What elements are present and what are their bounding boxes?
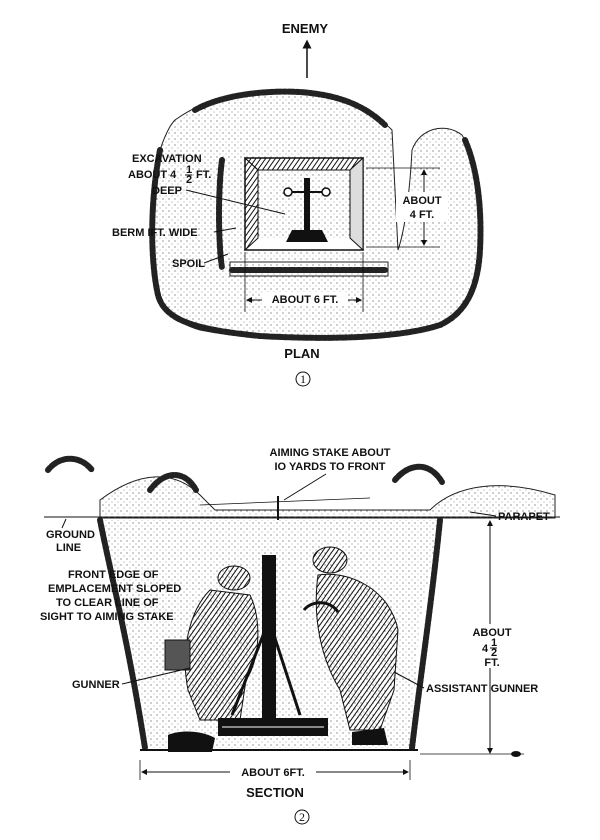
pit-rear-wall (409, 517, 443, 751)
ground-line-label-line-1: GROUND (46, 529, 95, 541)
plan-view-title: PLAN (284, 346, 319, 361)
height-label-background (468, 624, 516, 668)
gunner-leader-line (121, 667, 191, 685)
pit-right-wall (349, 156, 364, 252)
height-fraction-denominator: 2 (491, 647, 497, 659)
front-edge-label-line-3: TO CLEAR LINE OF (56, 597, 159, 609)
figure-2-number: 2 (299, 810, 305, 824)
ground-line-label-line-2: LINE (56, 542, 81, 554)
pit-back-wall (243, 157, 365, 171)
section-view: AIMING STAKE ABOUT IO YARDS TO FRONT PAR… (40, 447, 560, 825)
height-label-line-1: ABOUT (472, 627, 511, 639)
figure-2-number-circle (294, 809, 310, 825)
excavation-fraction-numerator: 1 (186, 164, 192, 176)
plan-width-label-background (262, 292, 348, 306)
section-view-title: SECTION (246, 785, 304, 800)
gunner-figure (164, 565, 259, 752)
section-width-label-background (230, 764, 316, 778)
assistant-gunner-figure (302, 546, 399, 745)
excavation-label-line-1: EXCAVATION (132, 153, 202, 165)
parapet-leader-line (469, 511, 497, 517)
berm-left-edge (216, 157, 225, 271)
front-edge-label-line-1: FRONT EDGE OF (68, 569, 159, 581)
top-rim-texture (192, 88, 388, 128)
section-width-label: ABOUT 6FT. (241, 767, 305, 779)
depth-label-background (396, 192, 448, 222)
depth-label-line-1: ABOUT (402, 195, 441, 207)
berm-leader-line (213, 227, 237, 233)
right-bush (392, 463, 445, 485)
assistant-gunner-leader-line (393, 671, 425, 689)
depth-label-line-2: 4 FT. (410, 209, 434, 221)
excavation-fraction-denominator: 2 (186, 174, 192, 186)
front-edge-label-line-4: SIGHT TO AIMING STAKE (40, 611, 174, 623)
plan-view: ENEMY EXCAVATION ABOUT 4 1 2 FT. DEE (112, 21, 484, 387)
excavation-label-line-4: DEEP (152, 185, 182, 197)
left-bush (147, 472, 199, 493)
mortar-plan-icon (283, 178, 331, 242)
sight-line (199, 497, 371, 506)
parapet-label: PARAPET (498, 511, 550, 523)
height-label-line-2: 4 (482, 643, 489, 655)
spoil-leader-line (203, 253, 229, 264)
excavation-label-line-2: ABOUT 4 (128, 169, 177, 181)
height-label-line-3: FT. (484, 657, 499, 669)
assistant-gunner-label: ASSISTANT GUNNER (426, 683, 538, 695)
excavation-label-line-3: FT. (196, 169, 211, 181)
front-edge-label-line-2: EMPLACEMENT SLOPED (48, 583, 181, 595)
plan-width-label: ABOUT 6 FT. (272, 294, 339, 306)
ground-line-leader (61, 518, 67, 529)
figure-1-number-circle (295, 371, 311, 387)
height-fraction-numerator: 1 (491, 637, 497, 649)
left-shrub (45, 455, 95, 473)
outer-rim-texture (149, 137, 484, 341)
height-extension-end (511, 751, 521, 757)
pit-front-wall (97, 517, 148, 751)
parapet-mound (99, 476, 556, 519)
pit-left-wall (244, 156, 259, 252)
figure-1-number: 1 (300, 372, 306, 386)
gunner-label: GUNNER (72, 679, 120, 691)
aiming-stake-leader-line (283, 473, 327, 501)
mortar-section-icon (218, 555, 328, 736)
aiming-stake-label-line-2: IO YARDS TO FRONT (274, 461, 385, 473)
aiming-stake-label-line-1: AIMING STAKE ABOUT (270, 447, 391, 459)
enemy-label: ENEMY (282, 21, 329, 36)
spoil-label: SPOIL (172, 258, 205, 270)
berm-label: BERM IFT. WIDE (112, 227, 198, 239)
excavation-leader-line (185, 189, 286, 215)
